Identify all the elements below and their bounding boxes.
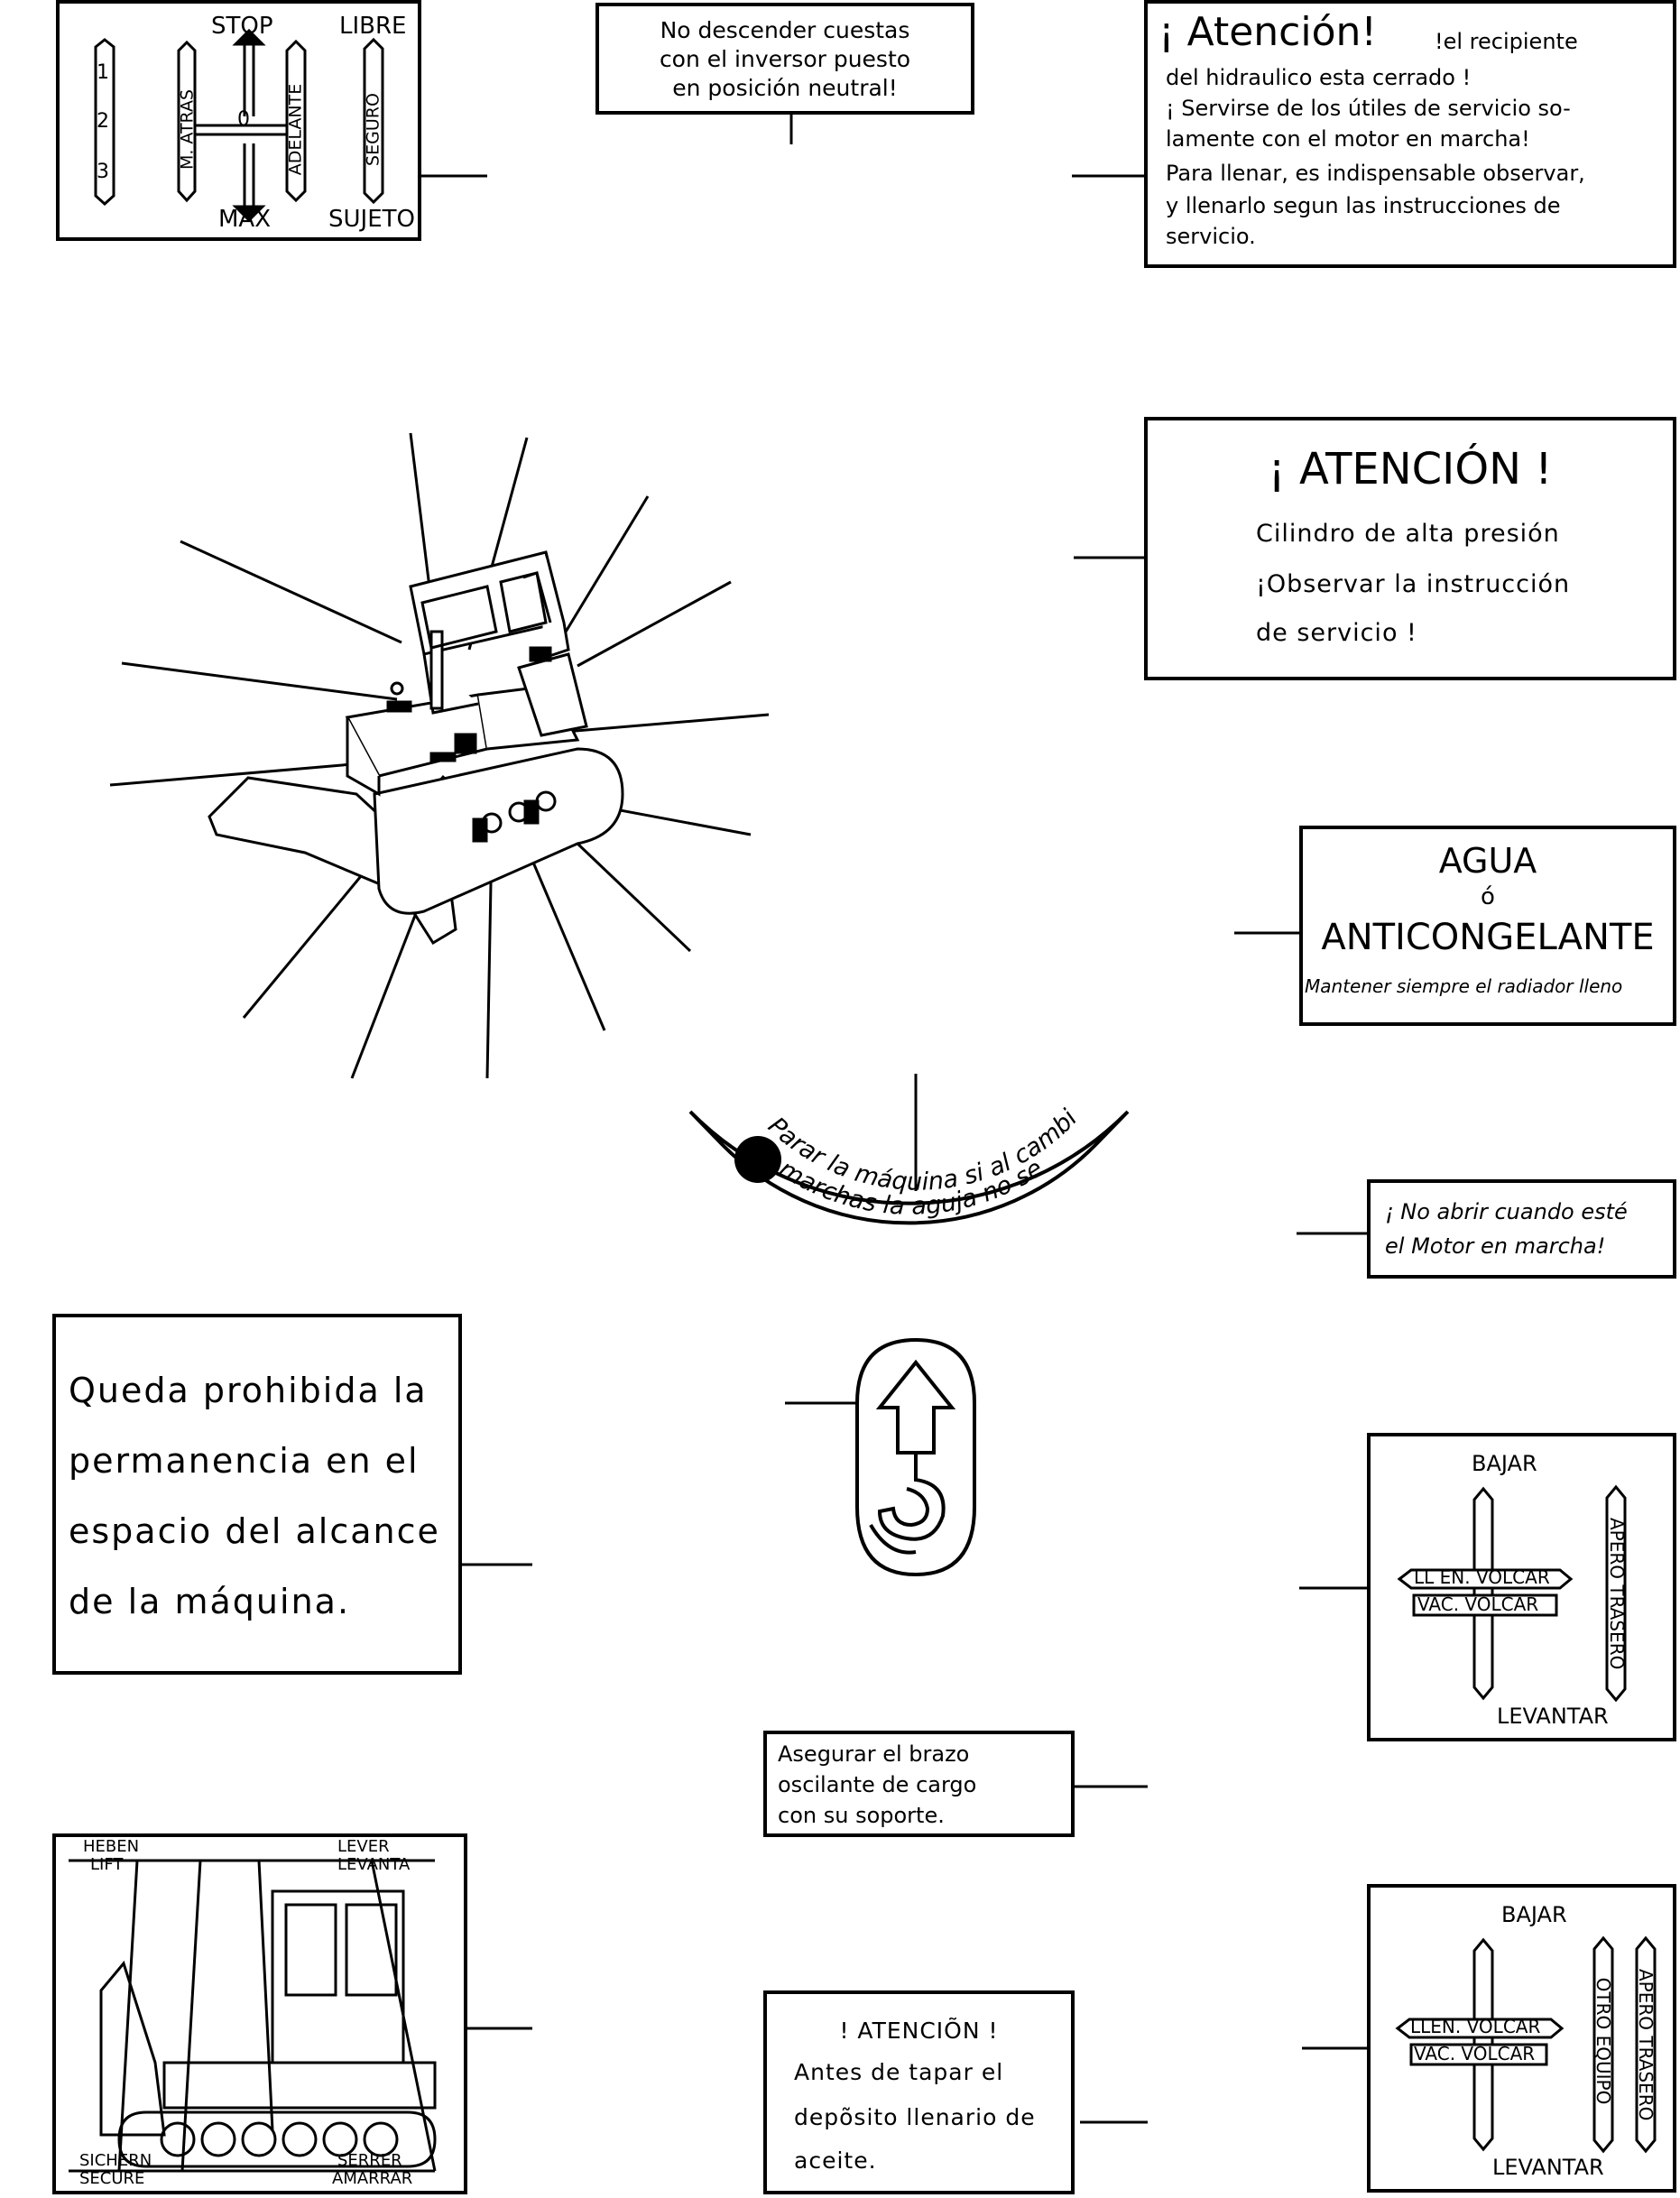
tractor-drawing: [208, 550, 624, 946]
control2-rear-label: APERO TRASERO: [1635, 1969, 1657, 2121]
coolant-line-1: AGUA: [1438, 841, 1537, 881]
arc-line-2: marchas la aguja no se mueva.: [0, 0, 1055, 1221]
lift-points-decal: HEBEN LIFT LEVER LEVANTA SICHERN SECURE …: [52, 1833, 467, 2194]
brazo-line-2: oscilante de cargo: [778, 1772, 977, 1797]
pressure-line-2: ¡Observar la instrucción: [1256, 570, 1571, 598]
control-decal-2: BAJAR LEVANTAR LLEN. VOLCAR VAC. VOLCAR …: [1367, 1884, 1676, 2193]
oil-line-3: depõsito llenario de: [794, 2104, 1036, 2130]
prohibited-line-3: espacio del alcance: [69, 1511, 440, 1551]
lift-lever-label: LEVER: [337, 1837, 390, 1856]
lift-secure-label: SECURE: [79, 2169, 145, 2188]
hook-symbol-graphic: [855, 1337, 976, 1577]
lift-sichern-label: SICHERN: [79, 2151, 152, 2170]
oil-line-4: aceite.: [794, 2147, 877, 2174]
lift-levanta-label: LEVANTA: [337, 1855, 411, 1874]
oil-line-1: ! ATENCIÕN !: [839, 2018, 999, 2044]
inversor-notice: No descender cuestas con el inversor pue…: [595, 3, 974, 115]
control-decal-2-graphic: [1395, 1935, 1657, 2154]
arc-line-1: Parar la máquina si al cambiar: [0, 0, 1084, 1196]
lift-points-graphic: [69, 1859, 437, 2173]
brazo-line-3: con su soporte.: [778, 1803, 945, 1828]
control2-top-label: BAJAR: [1501, 1902, 1567, 1927]
control1-empty-label: VAC. VOLCAR: [1417, 1593, 1539, 1615]
brazo-line-1: Asegurar el brazo: [778, 1741, 970, 1767]
lift-serrer-label: SERRER: [337, 2151, 402, 2170]
control-decal-1: BAJAR LEVANTAR LL EN. VOLCAR VAC. VOLCAR…: [1367, 1433, 1676, 1741]
shift-neutral-label: 0: [237, 108, 250, 131]
prohibited-line-1: Queda prohibida la: [69, 1371, 428, 1410]
hydraulic-line-3: lamente con el motor en marcha!: [1166, 126, 1530, 152]
hydraulic-line-4: Para llenar, es indispensable observar,: [1166, 161, 1585, 186]
hydraulic-line-5: y llenarlo segun las instrucciones de: [1166, 193, 1561, 218]
warning-triangle-icon: [734, 1136, 781, 1183]
control2-fill-label: LLEN. VOLCAR: [1410, 2016, 1541, 2037]
brazo-notice: Asegurar el brazo oscilante de cargo con…: [763, 1731, 1075, 1837]
inversor-line-2: con el inversor puesto: [659, 46, 911, 72]
hydraulic-line-6: servicio.: [1166, 224, 1256, 249]
motor-line-2: el Motor en marcha!: [1385, 1233, 1606, 1259]
pressure-line-3: de servicio !: [1256, 619, 1417, 647]
control2-bottom-label: LEVANTAR: [1492, 2155, 1604, 2180]
motor-line-1: ¡ No abrir cuando esté: [1385, 1199, 1628, 1224]
shift-stop-label: STOP: [211, 13, 273, 40]
pressure-line-1: Cilindro de alta presión: [1256, 520, 1560, 548]
motor-notice: ¡ No abrir cuando esté el Motor en march…: [1367, 1179, 1676, 1279]
prohibited-line-2: permanencia en el: [69, 1441, 420, 1481]
control1-fill-label: LL EN. VOLCAR: [1414, 1566, 1550, 1588]
shift-pattern-graphic: [94, 28, 384, 223]
coolant-line-4: Mantener siempre el radiador lleno: [1305, 975, 1623, 997]
hydraulic-heading-rest: !el recipiente: [1435, 29, 1578, 54]
lift-amarrar-label: AMARRAR: [332, 2169, 413, 2188]
shift-gear-1: 1: [97, 61, 109, 84]
hydraulic-line-1: del hidraulico esta cerrado !: [1166, 65, 1472, 90]
control2-empty-label: VAC. VOLCAR: [1414, 2043, 1536, 2064]
inversor-line-1: No descender cuestas: [660, 17, 910, 43]
lift-heben-label: HEBEN: [83, 1837, 140, 1856]
coolant-line-3: ANTICONGELANTE: [1321, 917, 1655, 958]
pressure-heading: ¡ ATENCIÓN !: [1268, 444, 1553, 494]
lift-lift-label: LIFT: [90, 1855, 124, 1874]
shift-gear-3: 3: [97, 161, 109, 183]
hydraulic-notice: ¡ Atención! !el recipiente del hidraulic…: [1144, 0, 1676, 268]
shift-pattern-decal: STOP LIBRE MAX SUJETO 1 2 3 0 M. ATRAS A…: [56, 0, 421, 241]
shift-gear-2: 2: [97, 110, 109, 133]
shift-libre-label: LIBRE: [339, 13, 407, 40]
coolant-line-2: ó: [1481, 883, 1495, 910]
shift-max-label: MAX: [218, 206, 272, 233]
coolant-notice: AGUA ó ANTICONGELANTE Mantener siempre e…: [1299, 826, 1676, 1026]
shift-sujeto-label: SUJETO: [328, 206, 415, 233]
hydraulic-line-2: ¡ Servirse de los útiles de servicio so-: [1166, 96, 1571, 121]
control-decal-1-graphic: [1397, 1484, 1627, 1703]
inversor-line-3: en posición neutral!: [672, 75, 898, 101]
pressure-notice: ¡ ATENCIÓN ! Cilindro de alta presión ¡O…: [1144, 417, 1676, 680]
prohibited-line-4: de la máquina.: [69, 1582, 351, 1621]
prohibited-notice: Queda prohibida la permanencia en el esp…: [52, 1314, 462, 1675]
hydraulic-heading: ¡ Atención!: [1158, 9, 1378, 55]
arc-decal: [688, 1110, 1130, 1225]
control1-bottom-label: LEVANTAR: [1497, 1704, 1609, 1729]
oil-line-2: Antes de tapar el: [794, 2059, 1004, 2085]
oil-notice: ! ATENCIÕN ! Antes de tapar el depõsito …: [763, 1990, 1075, 2194]
control1-rear-label: APERO TRASERO: [1606, 1518, 1628, 1670]
control1-top-label: BAJAR: [1472, 1451, 1537, 1476]
control2-other-label: OTRO EQUIPO: [1592, 1977, 1614, 2105]
